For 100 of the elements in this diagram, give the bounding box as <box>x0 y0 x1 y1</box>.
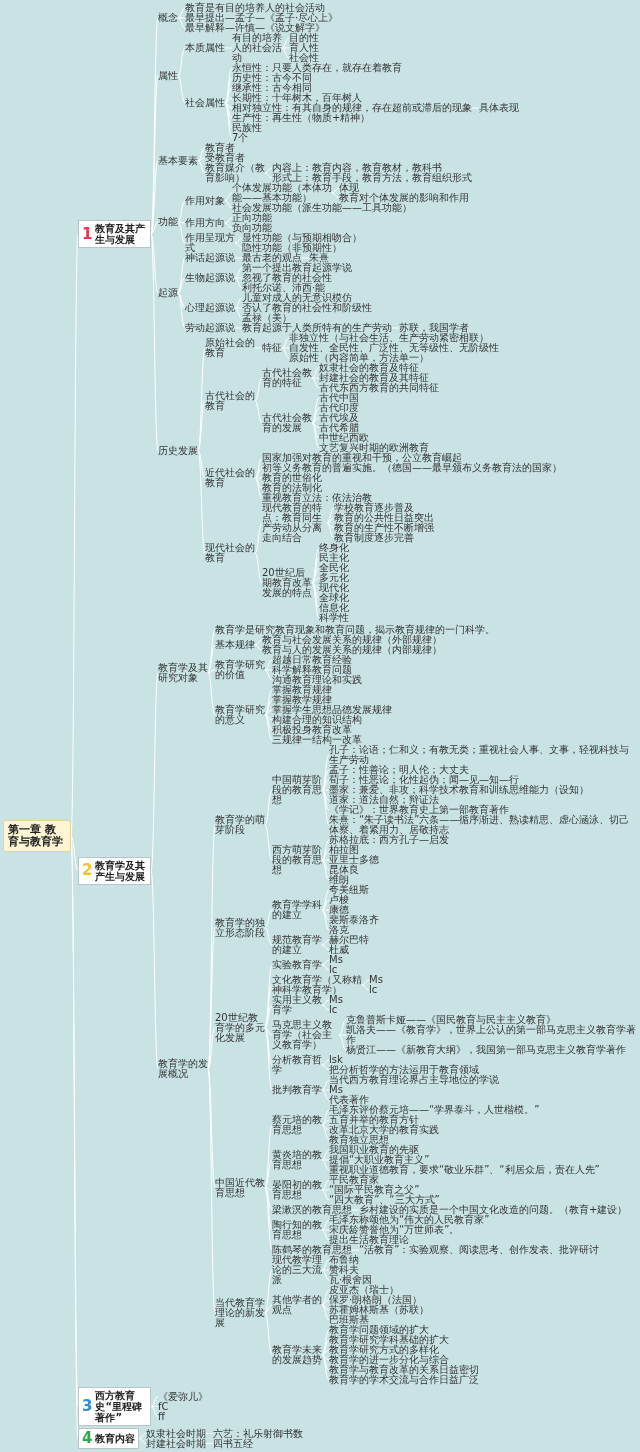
topic-text: 中国近代教育思想 <box>215 1177 265 1198</box>
connector-line <box>321 1119 330 1126</box>
topic-text: 孟子：性善论；明人伦；大丈夫 <box>329 765 469 775</box>
connector-line <box>311 407 320 424</box>
topic-text: “活教育”：实验观察、阅读思考、创作发表、批评研讨 <box>359 1245 600 1255</box>
topic-text: 现代教育的特点：教育同生产劳动从分离走向结合 <box>262 503 327 543</box>
topic-text: 目的性 <box>289 33 319 43</box>
topic-text: 20世纪后期教育改革发展的特点 <box>262 568 312 598</box>
connector-line <box>264 1027 273 1091</box>
topic-text: 康德 <box>329 905 349 915</box>
topic-text: 保罗·朗格朗（法国） <box>329 1295 423 1305</box>
connector-line <box>321 789 330 801</box>
connector-line <box>254 552 263 584</box>
connector-line <box>321 1179 330 1191</box>
topic-text: 乡村建设的实质是一个中国文化改造的问题。（教育+建设） <box>359 1205 628 1215</box>
topic-text: fC <box>158 1401 169 1412</box>
topic-title: 教育及其产生与发展 <box>95 223 147 246</box>
topic-text: 教育的世俗化 <box>262 473 322 483</box>
connector-line <box>234 277 243 289</box>
connector-line <box>264 659 273 671</box>
topic-text: 苏格拉底：西方孔子—启发 <box>329 835 449 845</box>
topic-text: 古代社会的教育 <box>205 390 255 411</box>
topic-text: 最早提出—孟子—《孟子·尽心上》 <box>185 13 339 23</box>
topic-text: 昆体良 <box>329 865 359 875</box>
topic-text: 初等义务教育的普遍实施。（德国——最早颁布义务教育法的国家） <box>262 463 562 473</box>
connector-line <box>264 709 273 716</box>
topic-text: 现代化 <box>319 583 349 593</box>
connector-line <box>321 779 330 791</box>
connector-line <box>311 577 320 584</box>
topic-text: 掌握教育规律 <box>272 685 332 695</box>
connector-line <box>321 889 330 911</box>
connector-line <box>264 1187 273 1251</box>
topic-text: 教育学学科的建立 <box>272 900 322 920</box>
topic-text: 宋庆龄赞誉他为“万世师表”。 <box>329 1225 460 1235</box>
connector-line <box>138 1438 147 1444</box>
topic-text: 重视职业道德教育，要求“敬业乐群”、“利居众后，责在人先” <box>329 1165 600 1175</box>
connector-line <box>264 1124 273 1188</box>
connector-line <box>264 714 273 731</box>
topic-text: 洛克 <box>329 925 349 935</box>
topic-text: 中世纪西欧 <box>319 433 369 443</box>
connector-line <box>321 1229 330 1241</box>
topic-text: 平民教育家 <box>329 1175 379 1185</box>
topic-text: 裴斯泰洛齐 <box>329 915 379 925</box>
connector-line <box>177 221 186 224</box>
topic-text: 教育学的萌芽阶段 <box>215 815 265 835</box>
topic-text: lsk <box>329 1055 343 1065</box>
topic-text: 朱熹 <box>309 253 329 263</box>
connector-line <box>150 233 159 294</box>
topic-text: 卢梭 <box>329 895 349 905</box>
connector-line <box>281 347 290 359</box>
topic-text: 晏阳初的教育思想 <box>272 1180 322 1200</box>
connector-line <box>311 582 320 619</box>
topic-text: 重视教育立法：依法治教 <box>262 493 372 503</box>
topic-text: 孟禄（美） <box>242 313 292 323</box>
connector-line <box>254 522 263 554</box>
connector-line <box>311 582 320 589</box>
connector-line <box>338 1034 347 1051</box>
connector-line <box>321 1064 330 1071</box>
topic-text: 教育者 <box>205 143 235 153</box>
topic-text: 教育学研究方式的多样化 <box>329 1345 439 1355</box>
connector-line <box>207 644 216 673</box>
topic-text: 《学记》：世界教育史上第一部教育著作 <box>329 805 509 815</box>
connector-line <box>264 1027 273 1036</box>
topic-text: 教育制度逐步完善 <box>334 533 414 543</box>
connector-line <box>234 267 243 279</box>
topic-text: 自发性、全民性、广泛性、无等级性、无阶级性 <box>289 343 499 353</box>
connector-line <box>264 824 273 861</box>
topic-text: 最古老的观点 <box>242 253 302 263</box>
connector-line <box>197 147 206 161</box>
topic-text: lc <box>369 985 378 995</box>
connector-line <box>361 984 370 991</box>
topic-text: 作用对象 <box>185 195 225 206</box>
connector-line <box>321 859 330 871</box>
connector-line <box>264 1004 273 1028</box>
topic-text: 皮亚杰（瑞士） <box>329 1285 399 1295</box>
topic-text: ff <box>158 1411 165 1422</box>
topic-text: 我国职业教育的先驱 <box>329 1145 419 1155</box>
topic-text: 苏霍姆林斯基（苏联） <box>329 1305 429 1315</box>
topic-text: 黄炎培的教育思想 <box>272 1150 322 1170</box>
connector-line <box>254 457 263 479</box>
connector-line <box>177 7 186 19</box>
topic-text: 有目的培养人的社会活动 <box>232 33 282 63</box>
topic-text: 作用呈现方式 <box>185 233 235 253</box>
topic-text: 古代社会教育的发展 <box>262 413 312 433</box>
topic-text: 教育的生产性不断增强 <box>334 523 434 533</box>
topic-text: 第一个提出教育起源学说 <box>242 263 352 273</box>
topic-text: 古代社会教育的特征 <box>262 368 312 388</box>
topic-text: 具体表现 <box>479 103 519 113</box>
connector-line <box>150 870 159 1070</box>
topic-text: 赞科夫 <box>329 1265 359 1275</box>
connector-line <box>177 200 186 223</box>
connector-line <box>321 1124 330 1131</box>
connector-line <box>331 192 340 199</box>
connector-line <box>264 909 273 928</box>
topic-text: 超越日常教育经验 <box>272 655 352 665</box>
topic-text: 社会发展功能（派生功能——工具功能） <box>232 203 412 213</box>
topic-text: “国际平民教育之父” <box>329 1185 420 1195</box>
connector-line <box>197 400 206 451</box>
connector-line <box>321 1339 330 1356</box>
connector-line <box>207 672 216 716</box>
